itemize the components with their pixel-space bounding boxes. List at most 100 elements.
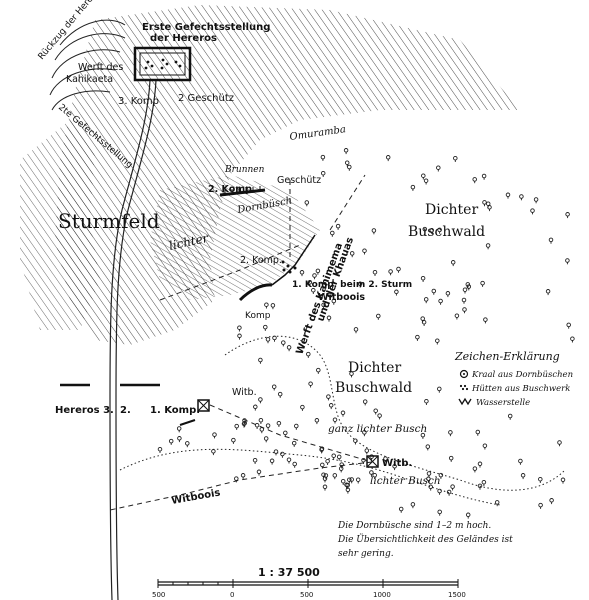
bush-mark <box>477 483 483 491</box>
bush-mark <box>316 367 321 375</box>
huts-cluster <box>281 260 297 274</box>
huts-icon <box>459 384 469 391</box>
bush-mark <box>330 230 335 238</box>
bush-mark <box>237 333 242 341</box>
bush-mark <box>314 418 320 425</box>
bush-mark <box>472 466 478 473</box>
legend: Zeichen-Erklärung Kraal aus Dornbüschen … <box>454 350 573 408</box>
label-ganz-lichter-busch: ganz lichter Busch <box>328 423 427 435</box>
bush-mark <box>538 476 543 484</box>
label-werft-des: Werft des <box>78 62 123 73</box>
label-komp-beim-2-sturm: 1. Komp. beim 2. Sturm <box>292 280 412 290</box>
bush-mark <box>566 322 571 330</box>
terrain-note: Die Dornbüsche sind 1–2 m hoch. Die Über… <box>337 521 513 559</box>
bush-mark <box>364 448 370 455</box>
bush-mark <box>431 288 437 296</box>
bush-mark <box>450 484 455 491</box>
note-line-2: Die Übersichtlichkeit des Geländes ist <box>337 533 513 545</box>
bush-mark <box>240 473 246 480</box>
bush-mark <box>340 410 346 418</box>
bush-mark <box>438 298 443 306</box>
bush-mark <box>320 170 326 178</box>
bush-mark <box>435 338 440 345</box>
bush-mark <box>321 472 326 479</box>
label-buschwald-top: Buschwald <box>408 224 485 240</box>
bush-mark <box>331 453 336 460</box>
bush-mark <box>263 436 269 443</box>
bush-mark <box>394 289 399 297</box>
bush-mark <box>480 280 485 288</box>
bush-mark <box>388 269 393 276</box>
bush-mark <box>258 397 263 404</box>
bush-mark <box>425 444 431 451</box>
bush-mark <box>560 477 566 485</box>
bush-mark <box>299 270 305 277</box>
bush-mark <box>462 307 467 314</box>
bush-mark <box>362 399 368 406</box>
bush-mark <box>308 381 313 388</box>
bush-mark <box>461 297 467 305</box>
label-buschwald-mid: Buschwald <box>335 380 412 396</box>
bush-mark <box>481 173 487 181</box>
bush-mark <box>454 313 460 320</box>
bush-mark <box>277 391 283 399</box>
label-erste-gefechtsstellung: Erste Gefechtsstellung <box>142 22 270 33</box>
bush-mark <box>259 427 265 434</box>
bush-mark <box>530 208 535 215</box>
bush-mark <box>212 432 217 439</box>
label-der-hereros: der Hereros <box>150 33 217 44</box>
bush-mark <box>538 502 543 510</box>
bush-mark <box>533 197 539 204</box>
bush-mark <box>453 155 458 163</box>
bush-mark <box>211 449 216 456</box>
bush-mark <box>271 384 277 391</box>
bush-mark <box>263 324 268 332</box>
bush-mark <box>445 291 451 298</box>
label-brunnen: Brunnen <box>224 165 265 175</box>
label-2-geschuetz-bottom: 2. <box>120 405 131 416</box>
bush-mark <box>270 303 276 310</box>
bush-mark <box>294 423 299 431</box>
hatched-terrain <box>20 5 520 345</box>
bush-mark <box>482 200 487 207</box>
scale-tick-0: 0 <box>230 591 234 599</box>
bush-mark <box>320 154 326 162</box>
bush-mark <box>487 205 492 212</box>
label-hereros-3: Hereros 3. <box>55 405 114 416</box>
bush-mark <box>475 429 481 437</box>
bush-mark <box>385 155 391 162</box>
bush-mark <box>338 466 344 473</box>
bush-mark <box>519 194 524 201</box>
label-3-komp-top: 3. Komp <box>118 96 159 107</box>
bush-mark <box>518 458 523 466</box>
bush-mark <box>335 223 341 231</box>
bush-mark <box>423 178 429 185</box>
bush-mark <box>570 336 575 343</box>
bush-mark <box>410 184 416 192</box>
bush-mark <box>520 473 526 480</box>
bush-mark <box>300 404 305 412</box>
bush-mark <box>325 458 330 466</box>
label-witb-upper: Witb. <box>232 387 257 398</box>
bush-mark <box>347 477 352 484</box>
bush-mark <box>436 165 441 172</box>
bush-mark <box>157 446 163 454</box>
label-2-geschuetz-top: 2 Geschütz <box>178 93 234 104</box>
bush-mark <box>410 502 416 509</box>
kraal-icon <box>459 369 469 379</box>
bush-mark <box>423 297 429 304</box>
label-witb-lower: Witb. <box>382 458 412 469</box>
movement-lines <box>109 174 373 511</box>
bush-mark <box>545 289 551 296</box>
bush-mark <box>328 403 334 410</box>
bush-mark <box>264 302 269 309</box>
bush-mark <box>276 420 282 428</box>
label-geschuetz-mid: Geschütz <box>277 175 321 186</box>
label-2-komp-mid: 2. Komp. <box>240 255 282 266</box>
bush-mark <box>253 404 258 412</box>
bush-mark <box>371 228 377 235</box>
bush-mark <box>362 248 367 255</box>
bush-mark <box>353 327 359 334</box>
bush-mark <box>315 268 321 276</box>
bush-mark <box>291 440 297 448</box>
